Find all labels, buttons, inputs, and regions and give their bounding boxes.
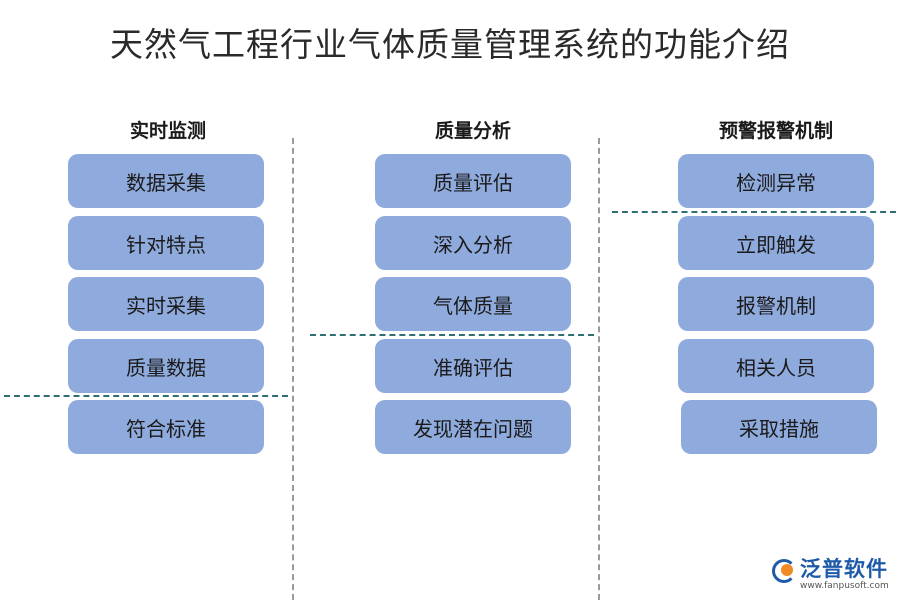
page-title: 天然气工程行业气体质量管理系统的功能介绍: [110, 25, 790, 64]
column-heading-quality-analysis: 质量分析: [434, 120, 511, 142]
box-gas-quality: 气体质量: [375, 277, 571, 331]
box-quality-assessment: 质量评估: [375, 154, 571, 208]
brand-url: www.fanpusoft.com: [800, 581, 889, 591]
separator-line-column-3: [612, 211, 896, 213]
box-quality-data: 质量数据: [68, 339, 264, 393]
column-heading-realtime-monitoring: 实时监测: [129, 120, 206, 142]
box-in-depth-analysis: 深入分析: [375, 216, 571, 270]
box-take-measures: 采取措施: [681, 400, 877, 454]
separator-line-column-2: [310, 334, 594, 336]
brand-name: 泛普软件: [800, 557, 888, 581]
box-detect-anomaly: 检测异常: [678, 154, 874, 208]
box-trigger-immediately: 立即触发: [678, 216, 874, 270]
box-find-potential-issues: 发现潜在问题: [375, 400, 571, 454]
box-alarm-mechanism: 报警机制: [678, 277, 874, 331]
separator-line-column-1: [4, 395, 288, 397]
box-targeted-features: 针对特点: [68, 216, 264, 270]
column-heading-alarm-mechanism: 预警报警机制: [718, 120, 833, 142]
box-realtime-collection: 实时采集: [68, 277, 264, 331]
column-divider-right: [598, 138, 600, 600]
column-divider-left: [292, 138, 294, 600]
box-accurate-assessment: 准确评估: [375, 339, 571, 393]
brand-mark-icon: [770, 555, 796, 583]
brand-logo: 泛普软件 www.fanpusoft.com: [770, 553, 895, 597]
box-relevant-personnel: 相关人员: [678, 339, 874, 393]
box-meets-standards: 符合标准: [68, 400, 264, 454]
box-data-collection: 数据采集: [68, 154, 264, 208]
